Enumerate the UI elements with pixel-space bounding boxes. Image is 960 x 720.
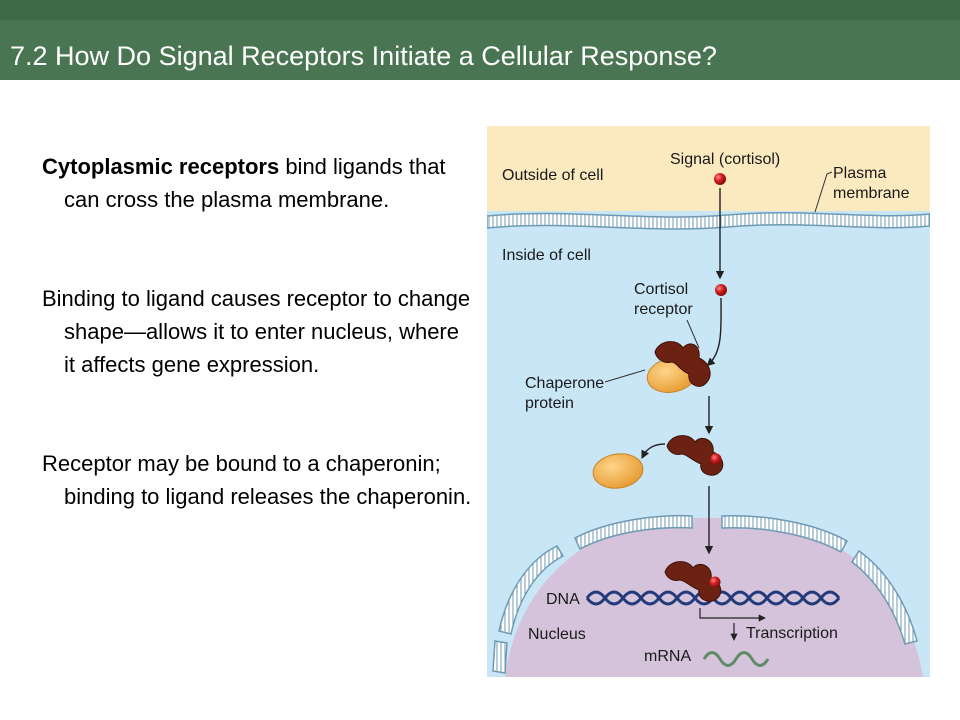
chaperone-label-2: protein xyxy=(525,395,574,412)
plasma-pointer xyxy=(814,171,833,213)
cortisol-signaling-figure: Outside of cell Signal (cortisol) Plasma… xyxy=(487,126,930,677)
inside-label: Inside of cell xyxy=(502,247,591,264)
bullet-3-text: Receptor may be bound to a chaperonin; b… xyxy=(42,451,472,509)
nuclear-envelope-left xyxy=(498,545,565,635)
plasma-label-2: membrane xyxy=(833,185,910,202)
transcription-label: Transcription xyxy=(746,625,838,642)
receptor-label-1: Cortisol xyxy=(634,281,688,298)
chaperone-pointer xyxy=(604,369,646,383)
nuclear-envelope-top-left xyxy=(574,514,693,551)
bullet-2: Binding to ligand causes receptor to cha… xyxy=(42,282,472,381)
signal-molecule-active xyxy=(710,453,722,465)
receptor-on-dna xyxy=(664,561,722,602)
chaperone-label-1: Chaperone xyxy=(525,375,604,392)
receptor-pointer xyxy=(686,319,700,349)
plasma-label-1: Plasma xyxy=(833,165,886,182)
signal-molecule-inside xyxy=(715,284,727,296)
bullet-1-text: bind ligands that can cross the plasma m… xyxy=(64,154,446,212)
bullet-3: Receptor may be bound to a chaperonin; b… xyxy=(42,447,472,513)
mrna-strand xyxy=(702,651,770,667)
chaperone-protein-released xyxy=(592,453,644,489)
signal-molecule-dna xyxy=(709,576,721,588)
bullet-2-text: Binding to ligand causes receptor to cha… xyxy=(42,286,471,377)
bullet-1: Cytoplasmic receptors bind ligands that … xyxy=(42,150,472,216)
nuclear-envelope-top-right xyxy=(721,514,849,554)
mrna-label: mRNA xyxy=(644,648,691,665)
slide-title: 7.2 How Do Signal Receptors Initiate a C… xyxy=(10,41,717,71)
title-strip xyxy=(0,0,960,20)
cortisol-receptor-active xyxy=(666,435,724,476)
arrow-release xyxy=(641,443,666,460)
cortisol-receptor-bound xyxy=(654,341,711,387)
nuclear-envelope-left-lower xyxy=(492,640,508,674)
nucleus-label: Nucleus xyxy=(528,626,586,643)
nuclear-envelope-right xyxy=(850,549,918,645)
signal-label: Signal (cortisol) xyxy=(670,151,780,168)
title-bar: 7.2 How Do Signal Receptors Initiate a C… xyxy=(0,0,960,80)
bullet-1-bold: Cytoplasmic receptors xyxy=(42,154,280,179)
outside-region xyxy=(487,126,930,211)
arrow-to-receptor xyxy=(706,297,722,367)
transcription-arrow xyxy=(699,608,766,622)
outside-label: Outside of cell xyxy=(502,167,603,184)
dna-label: DNA xyxy=(546,591,580,608)
receptor-label-2: receptor xyxy=(634,301,693,318)
signal-molecule-outside xyxy=(714,173,726,185)
bullet-list: Cytoplasmic receptors bind ligands that … xyxy=(42,150,472,513)
plasma-membrane xyxy=(487,212,930,230)
